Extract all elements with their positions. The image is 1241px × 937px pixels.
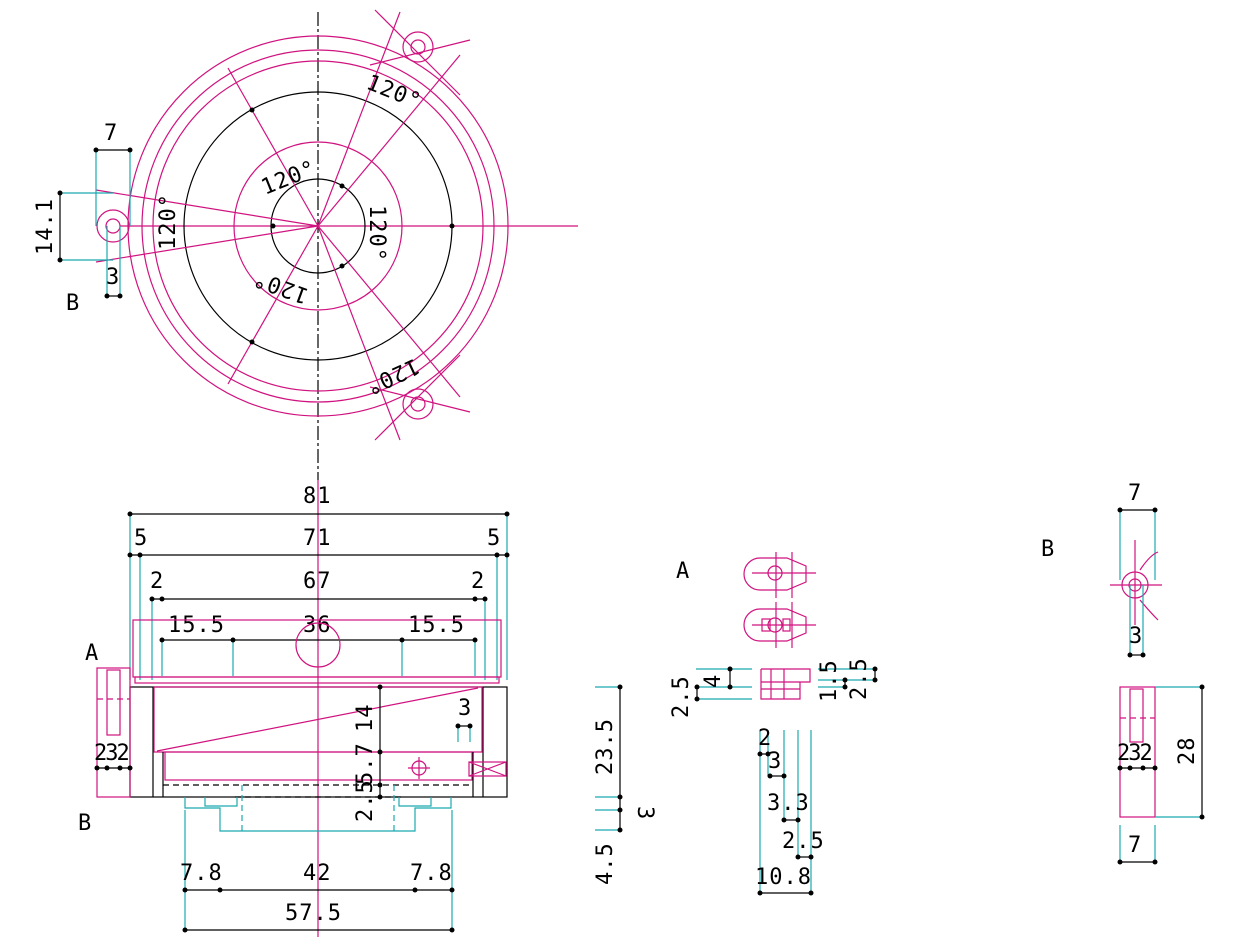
dim-side-bottom: 4.5 (593, 842, 618, 885)
dim-base-right: 7.8 (410, 861, 453, 886)
radial-line (317, 225, 401, 441)
dim-offset-right: 15.5 (408, 613, 465, 638)
dim-side-total: 23.5 (593, 718, 618, 775)
dim-b-width-top: 7 (1128, 481, 1142, 506)
dim-inner: 67 (303, 569, 332, 594)
dim-lug-height: 14.1 (33, 198, 58, 255)
dim-a-w1: 2 (758, 726, 772, 751)
dim-margin-right: 5 (487, 526, 501, 551)
thin-plate (134, 676, 500, 684)
dim-offset-left: 15.5 (168, 613, 225, 638)
dim-a-h-left2: 4 (701, 674, 726, 688)
radial-line (95, 225, 319, 263)
dim-step-left: 2 (150, 569, 164, 594)
dim-height-low: 2.5 (353, 779, 378, 822)
dim-base-left: 7.8 (180, 861, 223, 886)
dim-a-h-left: 2.5 (669, 675, 694, 718)
dim-step-right: 2 (471, 569, 485, 594)
dim-body: 71 (303, 526, 332, 551)
dim-a-w3: 3.3 (767, 791, 810, 816)
lug-tangent (374, 9, 461, 96)
bore-hole (295, 622, 341, 668)
lug-tangent (369, 39, 471, 66)
lug-hole (105, 218, 121, 234)
detail-a: A 2.5 4 1.5 2.5 2 3 3.3 2.5 10.8 (669, 552, 878, 896)
outer-circle (127, 35, 509, 417)
lug-outer (96, 209, 130, 243)
lug-outer (402, 31, 434, 63)
dim-lug: 232 (94, 741, 128, 766)
angle-label: 120° (363, 70, 425, 115)
diagonal-line (156, 687, 479, 752)
label-a: A (85, 641, 99, 666)
dim-b-width-bottom: 7 (1128, 833, 1142, 858)
angle-label: 120° (364, 205, 389, 262)
dim-b-lug: 232 (1117, 741, 1151, 766)
detail-b-label: B (1041, 537, 1055, 562)
dim-side-gap: 3 (632, 806, 657, 820)
dim-overall: 81 (303, 484, 332, 509)
detail-a-label: A (676, 559, 690, 584)
view-label-b: B (66, 291, 80, 316)
side-dims: 23.5 3 4.5 (593, 684, 657, 885)
label-b: B (78, 811, 92, 836)
top-view: 7 14.1 3 B 120° 120° 120° 120° 120° 120° (33, 9, 578, 480)
dim-a-h-right2: 2.5 (847, 657, 872, 700)
dim-a-w-total: 10.8 (755, 865, 812, 890)
angle-label: 120° (156, 193, 181, 250)
lug-outer (402, 388, 434, 420)
inner-circle (233, 141, 403, 311)
detail-b: B 7 3 232 28 7 (1041, 481, 1205, 865)
dim-a-w4: 2.5 (782, 829, 825, 854)
radial-line (317, 11, 401, 227)
dim-base-center: 42 (303, 861, 332, 886)
radial-line (227, 67, 319, 227)
lug-hole (410, 39, 426, 55)
flange-inner-circle (152, 60, 484, 392)
angle-label: 120° (258, 156, 320, 201)
lug-hole (410, 396, 426, 412)
key-slot (468, 761, 507, 777)
dim-a-w2: 3 (768, 749, 782, 774)
dim-height-mid: 5.7 (353, 742, 378, 785)
dim-b-hole: 3 (1129, 624, 1143, 649)
dim-margin-left: 5 (134, 526, 148, 551)
dim-slot: 3 (458, 696, 472, 721)
dim-a-h-right: 1.5 (817, 659, 842, 702)
lug-a-slot (106, 669, 121, 736)
dim-base-total: 57.5 (285, 901, 342, 926)
lug-tangent (369, 386, 471, 413)
base-outline (184, 797, 452, 832)
dim-lug-width: 7 (104, 121, 118, 146)
flange-circle (141, 49, 495, 403)
dim-height-upper: 14 (353, 704, 378, 733)
dim-lug-hole: 3 (106, 265, 120, 290)
radial-line (317, 54, 461, 227)
front-view: 81 5 71 5 2 67 2 15.5 36 15.5 (78, 480, 510, 937)
radial-line (95, 189, 319, 227)
radial-line (227, 225, 319, 385)
dim-b-height: 28 (1175, 737, 1200, 766)
middle-section (164, 751, 473, 781)
lug-a (96, 667, 131, 798)
radial-line (317, 225, 461, 398)
